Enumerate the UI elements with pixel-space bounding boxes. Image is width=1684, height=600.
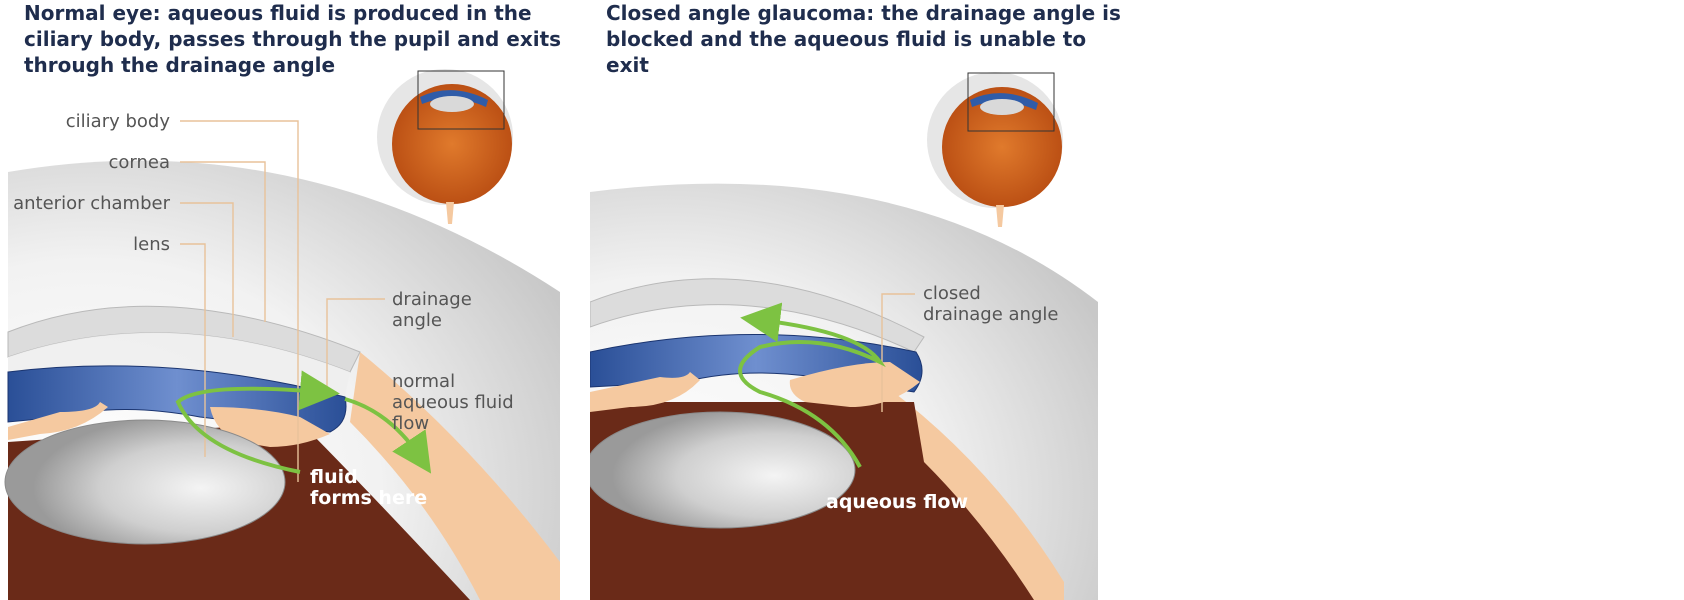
ciliary-body-blocked: [789, 362, 920, 407]
leader-ciliary-body: [180, 120, 299, 482]
aqueous-flow-arrow-blocked: [738, 302, 886, 468]
zoom-box-icon: [417, 70, 505, 130]
leader-drainage-angle: [326, 298, 385, 392]
aqueous-flow-arrow-inner: [175, 370, 340, 474]
lens: [4, 419, 286, 545]
label-ciliary-body: ciliary body: [66, 111, 171, 132]
leader-lens: [180, 243, 206, 457]
whole-eye-thumbnail-icon: [377, 69, 513, 224]
label-closed-angle-line1: closed: [923, 283, 981, 304]
leader-closed-drainage-angle: [881, 293, 915, 412]
whole-eye-thumbnail-icon: [927, 72, 1063, 227]
closed-angle-diagram: closed drainage angle aqueous flow: [590, 72, 1098, 600]
label-closed-angle-line2: drainage angle: [923, 304, 1058, 325]
label-drainage-angle-line2: angle: [392, 310, 442, 331]
iris-tissue-left: [590, 372, 700, 412]
label-flow-line1: normal: [392, 371, 455, 392]
normal-eye-panel: ciliary body cornea anterior chamber len…: [0, 62, 560, 600]
leader-anterior-chamber: [180, 202, 234, 337]
sclera: [880, 382, 1064, 600]
label-anterior-chamber: anterior chamber: [13, 193, 170, 214]
normal-eye-diagram: ciliary body cornea anterior chamber len…: [4, 69, 560, 600]
aqueous-flow-arrow-exit: [344, 397, 432, 474]
label-lens: lens: [133, 234, 170, 255]
label-cornea: cornea: [108, 152, 170, 173]
anterior-chamber: [8, 332, 350, 397]
zoom-box-icon: [967, 72, 1055, 132]
right-panel-title: Closed angle glaucoma: the drainage angl…: [606, 1, 1121, 77]
leader-cornea: [180, 161, 266, 322]
label-flow-line3: flow: [392, 413, 429, 434]
left-panel-title: Normal eye: aqueous fluid is produced in…: [24, 1, 562, 77]
lens: [590, 411, 856, 529]
label-fluid-forms-line2: forms here: [310, 487, 427, 509]
label-flow-line2: aqueous fluid: [392, 392, 514, 413]
label-aqueous-flow: aqueous flow: [826, 491, 968, 513]
label-fluid-forms-line1: fluid: [310, 466, 358, 488]
sclera: [350, 352, 560, 600]
closed-angle-panel: closed drainage angle aqueous flow: [590, 62, 1150, 600]
label-drainage-angle-line1: drainage: [392, 289, 472, 310]
iris-tissue-left: [8, 402, 108, 440]
